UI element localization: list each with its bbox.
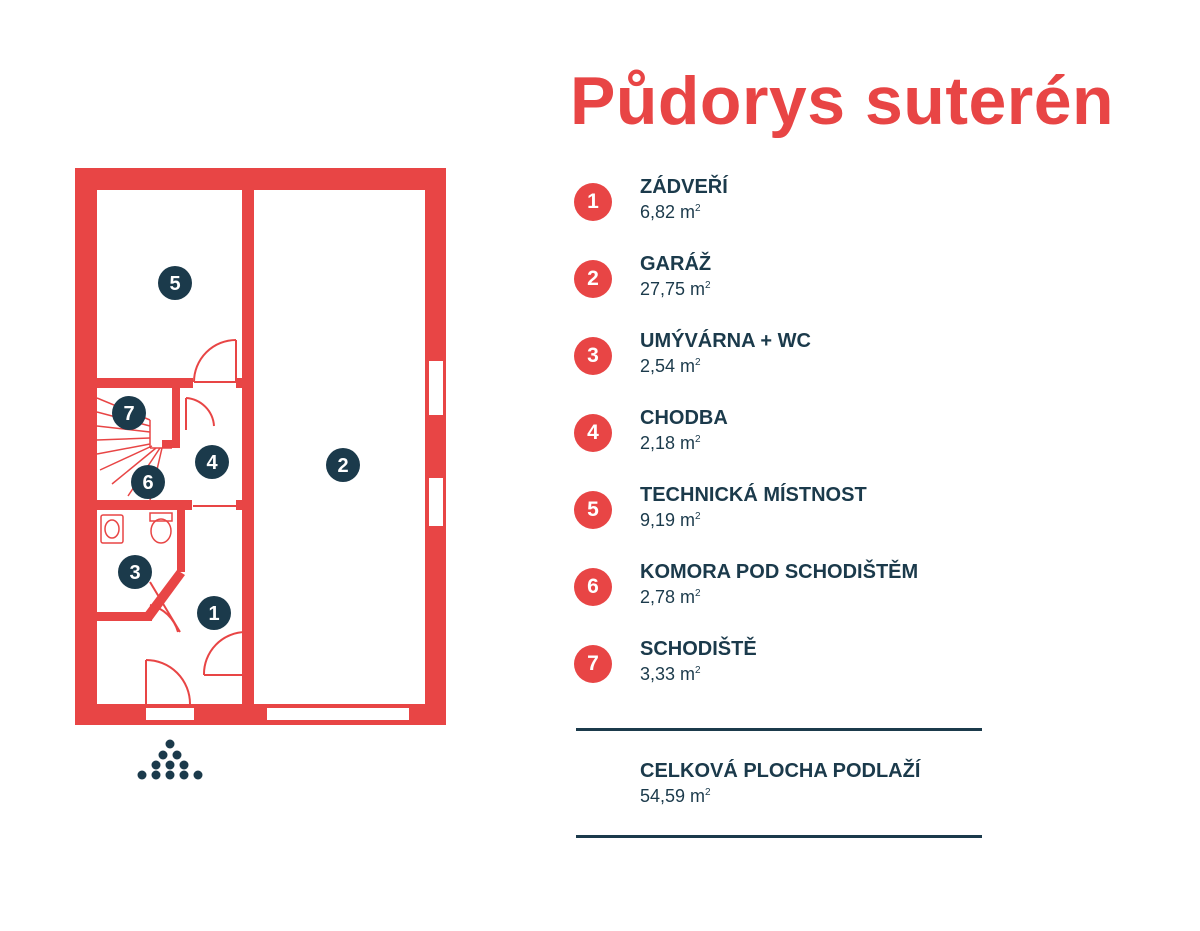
window-icon — [144, 359, 445, 722]
room-name: GARÁŽ — [640, 253, 712, 275]
room-area: 6,82 m2 — [640, 202, 701, 222]
page-title: Půdorys suterén — [570, 63, 1115, 139]
plan-room-number: 6 — [142, 472, 153, 494]
plan-room-badge: 2 — [326, 448, 360, 482]
room-name: SCHODIŠTĚ — [640, 638, 757, 660]
plan-room-number: 3 — [129, 562, 140, 584]
room-badges: 1 2 3 4 5 6 7 — [112, 266, 360, 630]
room-area: 2,54 m2 — [640, 356, 701, 376]
room-name: UMÝVÁRNA + WC — [640, 330, 811, 352]
sink-icon — [100, 514, 124, 544]
toilet-icon — [149, 512, 173, 544]
plan-room-badge: 1 — [197, 596, 231, 630]
divider-bottom — [576, 835, 982, 838]
walls — [75, 168, 446, 725]
room-number-badge: 7 — [574, 645, 612, 683]
room-area: 3,33 m2 — [640, 664, 701, 684]
legend-item: 2 GARÁŽ 27,75 m2 — [574, 253, 994, 313]
legend-item: 6 KOMORA POD SCHODIŠTĚM 2,78 m2 — [574, 561, 994, 621]
room-area: 2,18 m2 — [640, 433, 701, 453]
room-number-badge: 1 — [574, 183, 612, 221]
total-value: 54,59 m2 — [640, 786, 711, 806]
legend-item: 1 ZÁDVEŘÍ 6,82 m2 — [574, 176, 994, 236]
legend-item: 3 UMÝVÁRNA + WC 2,54 m2 — [574, 330, 994, 390]
room-name: ZÁDVEŘÍ — [640, 176, 728, 198]
legend-item: 7 SCHODIŠTĚ 3,33 m2 — [574, 638, 994, 698]
door-swing-icon — [145, 339, 247, 705]
room-number-badge: 5 — [574, 491, 612, 529]
room-area: 27,75 m2 — [640, 279, 711, 299]
legend-item: 5 TECHNICKÁ MÍSTNOST 9,19 m2 — [574, 484, 994, 544]
room-number-badge: 4 — [574, 414, 612, 452]
plan-room-number: 7 — [123, 403, 134, 425]
dots-logo-icon — [137, 739, 203, 780]
floor-plan: 1 2 3 4 5 6 7 — [75, 168, 446, 780]
room-number-badge: 6 — [574, 568, 612, 606]
plan-room-badge: 7 — [112, 396, 146, 430]
plan-room-number: 4 — [206, 452, 218, 474]
plan-room-badge: 3 — [118, 555, 152, 589]
total-label: CELKOVÁ PLOCHA PODLAŽÍ — [640, 760, 921, 782]
room-number-badge: 2 — [574, 260, 612, 298]
room-name: TECHNICKÁ MÍSTNOST — [640, 484, 867, 506]
plan-room-badge: 5 — [158, 266, 192, 300]
plan-room-badge: 6 — [131, 465, 165, 499]
room-name: CHODBA — [640, 407, 728, 429]
legend-item: 4 CHODBA 2,18 m2 — [574, 407, 994, 467]
plan-room-number: 5 — [169, 273, 180, 295]
room-name: KOMORA POD SCHODIŠTĚM — [640, 561, 919, 583]
plan-room-number: 2 — [337, 455, 348, 477]
room-area: 2,78 m2 — [640, 587, 701, 607]
divider-top — [576, 728, 982, 731]
plan-room-badge: 4 — [195, 445, 229, 479]
room-area: 9,19 m2 — [640, 510, 701, 530]
room-number-badge: 3 — [574, 337, 612, 375]
plan-room-number: 1 — [208, 603, 219, 625]
